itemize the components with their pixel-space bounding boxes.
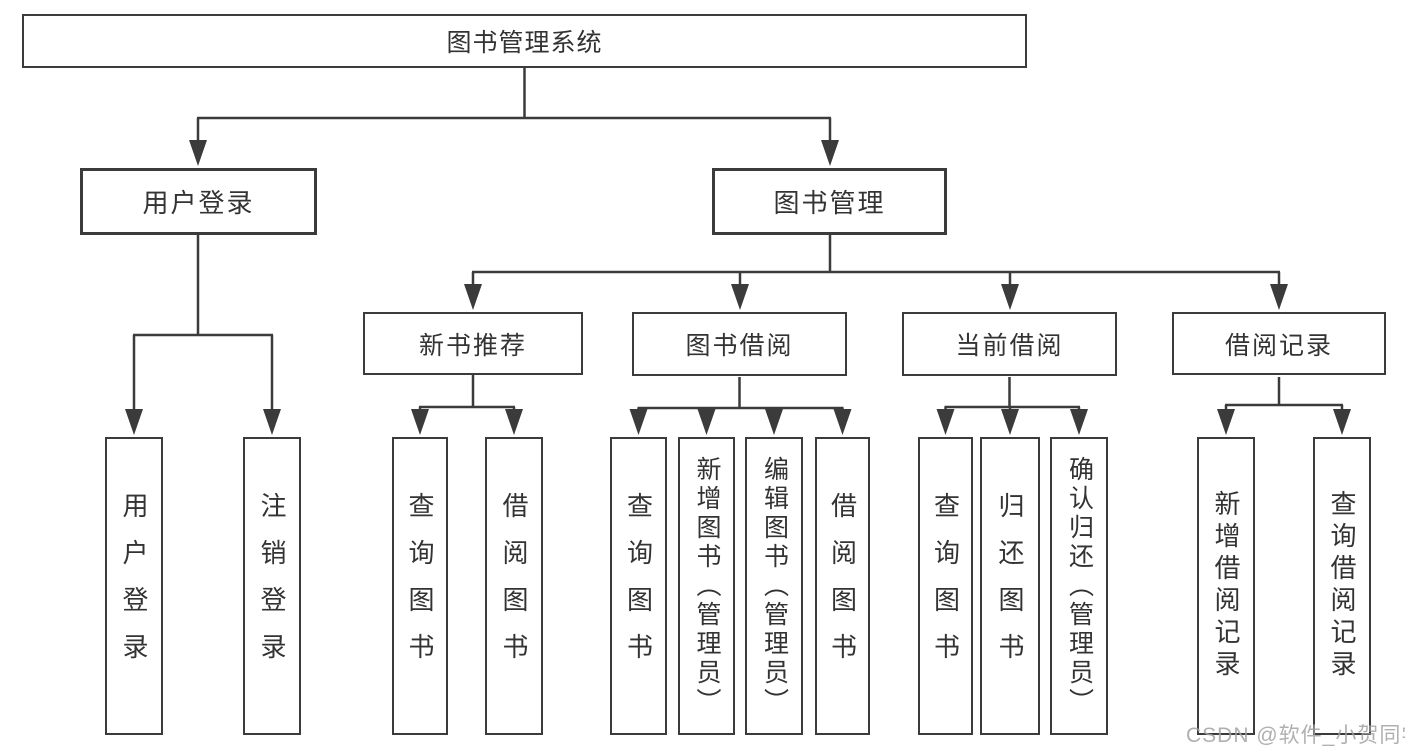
- node-label: 新增图书（管理员）: [693, 455, 721, 717]
- node-new-book-recommend: 新书推荐: [363, 312, 583, 375]
- node-label: 当前借阅: [955, 332, 1064, 360]
- arrowhead-icon: [1270, 284, 1288, 310]
- node-label: 查询图书: [930, 492, 961, 680]
- node-library-management-system: 图书管理系统: [22, 14, 1027, 68]
- node-book-management: 图书管理: [712, 168, 947, 235]
- arrowhead-icon: [1217, 409, 1235, 435]
- arrowhead-icon: [1070, 409, 1088, 435]
- arrowhead-icon: [697, 409, 716, 435]
- arrowhead-icon: [464, 284, 482, 310]
- arrowhead-icon: [411, 409, 429, 435]
- leaf-borrow-book: 借阅图书: [815, 437, 870, 735]
- node-label: 新增借阅记录: [1211, 490, 1241, 682]
- leaf-confirm-return-admin: 确认归还（管理员）: [1050, 437, 1108, 735]
- node-label: 查询图书: [623, 492, 654, 680]
- arrowhead-icon: [125, 409, 143, 435]
- csdn-watermark: CSDN @软件_小贺同学: [1186, 724, 1405, 747]
- node-current-borrow: 当前借阅: [902, 312, 1117, 376]
- arrowhead-icon: [731, 284, 749, 310]
- arrowhead-icon: [629, 409, 648, 435]
- arrowhead-icon: [1001, 409, 1019, 435]
- leaf-recommend-borrow-book: 借阅图书: [485, 437, 543, 735]
- leaf-return-book: 归还图书: [980, 437, 1040, 735]
- leaf-add-book-admin: 新增图书（管理员）: [678, 437, 735, 735]
- arrowhead-icon: [936, 409, 955, 435]
- node-label: 图书管理系统: [446, 29, 603, 57]
- node-label: 用户登录: [142, 188, 255, 218]
- node-label: 借阅图书: [499, 492, 529, 680]
- arrowhead-icon: [1001, 284, 1019, 310]
- node-book-borrow: 图书借阅: [632, 312, 847, 376]
- leaf-borrow-query-book: 查询图书: [610, 437, 667, 735]
- node-borrow-records: 借阅记录: [1172, 312, 1386, 375]
- arrowhead-icon: [189, 140, 207, 166]
- arrowhead-icon: [765, 409, 783, 435]
- node-label: 编辑图书（管理员）: [760, 455, 789, 717]
- arrowhead-icon: [821, 140, 839, 166]
- node-label: 新书推荐: [418, 331, 527, 360]
- node-label: 查询借阅记录: [1327, 490, 1357, 682]
- node-label: 用户登录: [119, 492, 149, 680]
- leaf-user-login: 用户登录: [105, 437, 163, 735]
- node-label: 图书管理: [773, 188, 886, 218]
- arrowhead-icon: [505, 409, 523, 435]
- node-label: 图书借阅: [685, 332, 794, 360]
- leaf-query-borrow-record: 查询借阅记录: [1313, 437, 1371, 735]
- leaf-edit-book-admin: 编辑图书（管理员）: [745, 437, 803, 735]
- leaf-logout: 注销登录: [243, 437, 301, 735]
- arrowhead-icon: [1333, 409, 1351, 435]
- arrowhead-icon: [833, 409, 852, 435]
- arrowhead-icon: [263, 409, 281, 435]
- node-label: 归还图书: [995, 492, 1025, 680]
- node-label: 查询图书: [405, 492, 435, 680]
- leaf-current-query-book: 查询图书: [918, 437, 973, 735]
- leaf-add-borrow-record: 新增借阅记录: [1197, 437, 1255, 735]
- node-label: 借阅记录: [1224, 331, 1333, 360]
- node-user-login: 用户登录: [80, 168, 317, 235]
- leaf-recommend-query-book: 查询图书: [392, 437, 448, 735]
- node-label: 确认归还（管理员）: [1065, 455, 1094, 717]
- node-label: 注销登录: [257, 492, 287, 680]
- node-label: 借阅图书: [827, 492, 858, 680]
